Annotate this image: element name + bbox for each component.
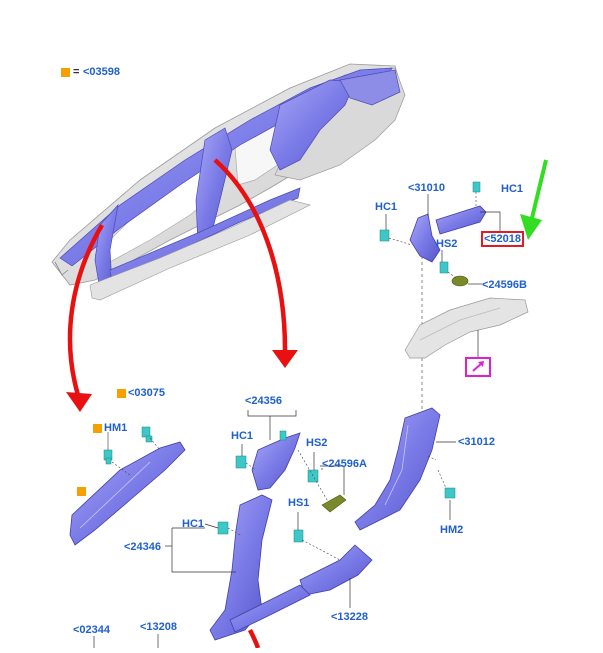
- arrow-detail-glyph: [472, 361, 484, 372]
- rear-upper-trim-52018: [435, 181, 501, 235]
- callout-hc1-top[interactable]: HC1: [501, 183, 524, 195]
- legend-equals: =: [73, 66, 80, 78]
- rear-lower-trim-31012: [354, 407, 456, 531]
- callout-13208[interactable]: <13208: [140, 621, 178, 633]
- body-shell-illustration: [51, 63, 406, 301]
- callout-24356[interactable]: <24356: [245, 395, 283, 407]
- callout-24596b[interactable]: <24596B: [482, 279, 527, 291]
- rear-grey-panel: [404, 297, 529, 359]
- legend-code[interactable]: <03598: [83, 66, 121, 78]
- a-pillar-trim-part: [69, 426, 186, 546]
- callout-03075[interactable]: <03075: [128, 387, 166, 399]
- fastener-hc1-right: [379, 214, 413, 246]
- fastener-hs2-mid: [297, 449, 331, 506]
- orange-square-icon: [61, 68, 70, 77]
- callout-hm2[interactable]: HM2: [440, 524, 464, 536]
- callout-24596a[interactable]: <24596A: [322, 458, 367, 470]
- callout-13228[interactable]: <13228: [331, 611, 369, 623]
- clip-24596a: [320, 465, 347, 513]
- fastener-hs2-right: [439, 250, 449, 274]
- callout-02344[interactable]: <02344: [73, 624, 111, 636]
- callout-hc1-mid[interactable]: HC1: [231, 430, 254, 442]
- red-arrow-bottom: [247, 628, 261, 649]
- arrow-detail-icon[interactable]: [465, 357, 491, 377]
- clip-24596b: [447, 271, 482, 287]
- orange-square-icon: [93, 424, 102, 433]
- b-pillar-upper-trim-part: [235, 410, 301, 491]
- callout-hs1[interactable]: HS1: [288, 497, 310, 509]
- orange-square-icon: [117, 389, 126, 398]
- red-arrow-right: [213, 158, 298, 368]
- callout-24346[interactable]: <24346: [124, 541, 162, 553]
- fastener-hs1: [293, 512, 341, 561]
- callout-hc1-low[interactable]: HC1: [182, 518, 205, 530]
- callout-hm1[interactable]: HM1: [104, 422, 128, 434]
- b-pillar-lower-trim-part: [165, 494, 273, 641]
- orange-square-icon: [77, 487, 86, 496]
- callout-52018-highlighted[interactable]: <52018: [481, 231, 525, 247]
- callout-hs2-right[interactable]: HS2: [436, 238, 458, 250]
- callout-31012[interactable]: <31012: [458, 436, 496, 448]
- rear-upper-bracket-31010: [409, 194, 441, 263]
- red-arrow-left: [66, 223, 104, 412]
- green-arrow: [520, 159, 548, 240]
- sill-trim-part: [229, 544, 373, 633]
- callout-hs2-mid[interactable]: HS2: [306, 437, 328, 449]
- callout-hc1-right[interactable]: HC1: [375, 201, 398, 213]
- callout-31010[interactable]: <31010: [408, 182, 446, 194]
